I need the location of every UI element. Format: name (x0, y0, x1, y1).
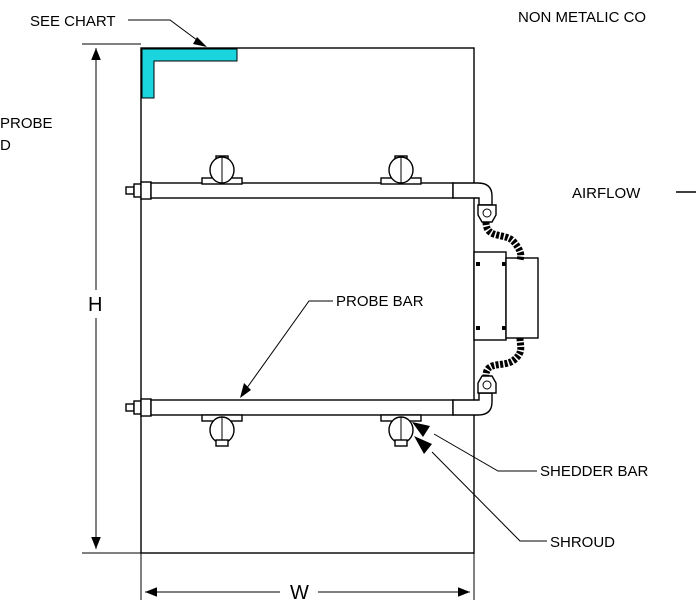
transmitter-housing (473, 251, 539, 341)
upper-shroud-left (201, 155, 243, 185)
probe-bar-leader (243, 300, 333, 393)
probe-bar-label: PROBE BAR (336, 293, 424, 310)
shroud-leader (431, 451, 547, 542)
see-chart-arrowhead (193, 37, 207, 47)
shroud-arrowhead (414, 436, 432, 454)
upper-shroud-right (380, 155, 422, 185)
probe-label-line2: D (0, 137, 11, 154)
see-chart-leader (128, 19, 206, 47)
probe-bar-arrowhead (240, 383, 251, 398)
duct-frame (140, 47, 475, 554)
lower-shroud-right (380, 414, 422, 447)
probe-label-line1: PROBE (0, 115, 53, 132)
shedder-bar-label: SHEDDER BAR (540, 463, 649, 480)
shedder-bar-leader (433, 433, 537, 472)
shedder-bar-arrowhead (412, 422, 430, 437)
lower-probe-bar (125, 392, 493, 417)
upper-probe-bar (125, 181, 493, 206)
h-dimension-label: H (88, 294, 102, 316)
shroud-label: SHROUD (550, 534, 615, 551)
w-dimension-label: W (290, 582, 309, 604)
upper-tube-fitting (477, 204, 525, 261)
lower-tube-fitting (477, 337, 525, 394)
see-chart-label: SEE CHART (30, 13, 116, 30)
non-metallic-label: NON METALIC CO (518, 9, 646, 26)
lower-shroud-left (201, 414, 243, 447)
angle-bracket (141, 48, 238, 99)
airflow-label: AIRFLOW (572, 185, 641, 202)
